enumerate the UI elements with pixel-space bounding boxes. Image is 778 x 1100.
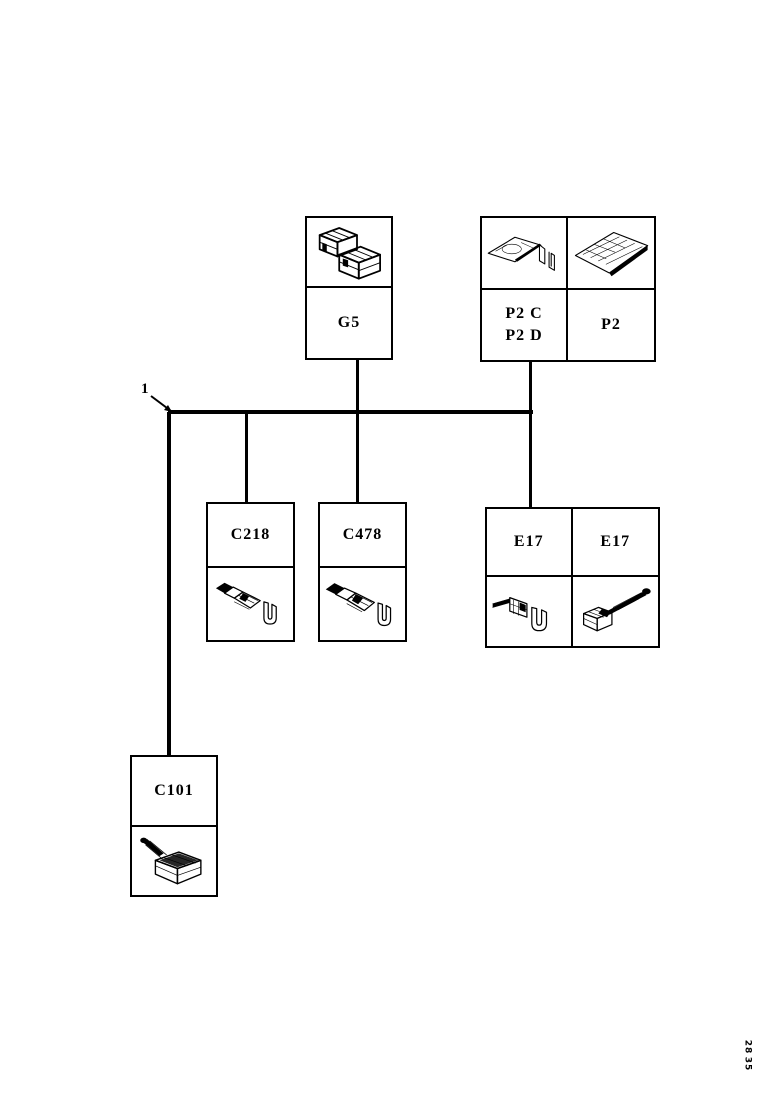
node-box-g5: G5	[305, 216, 393, 360]
c478-connector-image	[320, 568, 405, 640]
box-connector-with-wire-icon	[583, 587, 651, 631]
footer-code: 28 35	[740, 1039, 755, 1072]
node-box-c478: C478	[318, 502, 407, 642]
footer-code-top: 28	[742, 1039, 753, 1055]
p2-label: P2	[601, 316, 621, 334]
c478-label: C478	[320, 504, 405, 568]
blade-terminal-icon	[492, 596, 548, 631]
node-box-p2: P2 C P2 D P2	[480, 216, 656, 362]
c101-connector-image	[132, 827, 216, 895]
callout-leader-line	[150, 395, 172, 412]
box-connector-with-lever-icon	[140, 837, 202, 885]
wire-drop-c101	[167, 412, 171, 755]
g5-label: G5	[337, 314, 361, 332]
g5-connector-image	[307, 218, 391, 288]
node-box-e17: E17 E17	[485, 507, 660, 648]
callout-label-1: 1	[141, 381, 149, 397]
c218-connector-image	[208, 568, 293, 640]
node-box-c218: C218	[206, 502, 295, 642]
crimp-terminal-icon	[325, 583, 392, 627]
e17-left-connector-image	[487, 577, 573, 646]
e17-right-connector-image	[573, 577, 659, 646]
footer-code-bottom: 35	[742, 1056, 753, 1072]
p2cd-label: P2 C P2 D	[482, 290, 568, 360]
bracket-connector-icon	[487, 236, 555, 271]
wire-drop-c218	[245, 412, 248, 504]
e17-right-label: E17	[572, 509, 658, 577]
p2d-label-line: P2 D	[505, 327, 543, 344]
c101-label: C101	[132, 757, 216, 827]
harness-bus-line	[168, 410, 533, 414]
multi-pin-strip-connector-icon	[574, 231, 649, 277]
dual-block-connector-icon	[318, 227, 381, 280]
crimp-terminal-icon	[215, 582, 277, 625]
node-box-c101: C101	[130, 755, 218, 897]
wire-line-p2-to-e17	[529, 360, 532, 508]
p2-connector-image	[568, 218, 654, 290]
p2cd-connector-image	[482, 218, 568, 290]
c218-label: C218	[208, 504, 293, 568]
wire-line-g5-to-c478	[356, 358, 359, 504]
p2c-label-line: P2 C	[505, 305, 543, 323]
e17-left-label: E17	[487, 509, 573, 577]
